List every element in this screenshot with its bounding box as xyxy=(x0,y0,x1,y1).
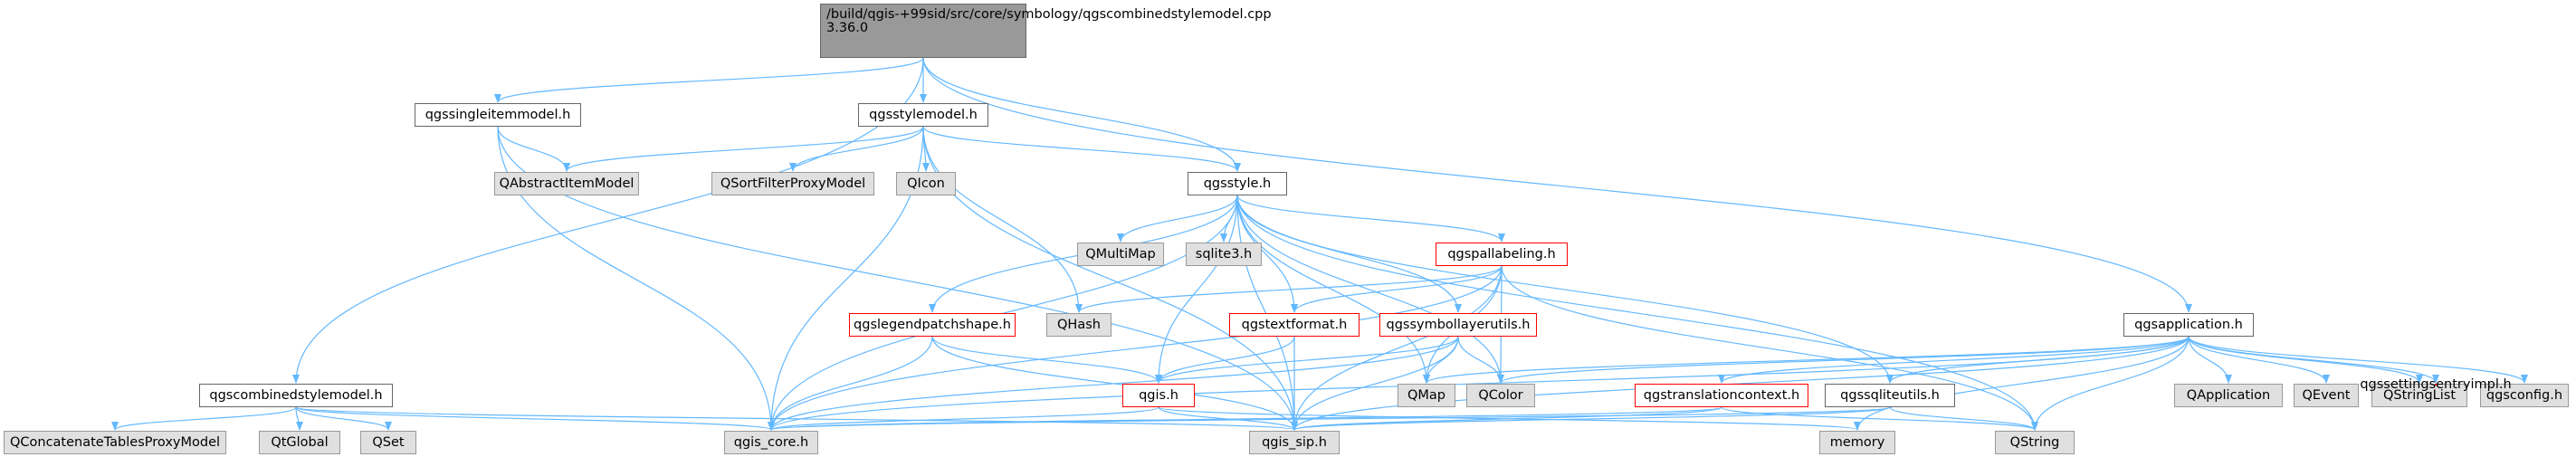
node-qgslegendpatchshape-h[interactable]: qgslegendpatchshape.h xyxy=(849,313,1016,337)
edge-qgsstylemodel-h-to-qhash xyxy=(922,126,1083,313)
node-qsortfilterproxymodel: QSortFilterProxyModel xyxy=(711,172,874,195)
node-qabstractitemmodel: QAbstractItemModel xyxy=(494,172,639,195)
edge-qgspallabeling-h-to-qgstextformat-h xyxy=(1291,265,1503,313)
edge-root-file-node-to-qgssingleitemmodel-h xyxy=(494,57,924,103)
edge-qgsstylemodel-h-to-qsortfilterproxymodel xyxy=(789,126,924,172)
edge-qgscombinedstylemodel-h-to-qconcatenatetablesproxymodel xyxy=(111,406,297,431)
edge-qgis-h-to-qgis-core-h xyxy=(768,406,1159,431)
edge-qgssqliteutils-h-to-qstring xyxy=(1889,406,2038,431)
edge-qgssingleitemmodel-h-to-qabstractitemmodel xyxy=(497,126,570,172)
edge-qgsstyle-h-to-qgssqliteutils-h xyxy=(1236,195,1894,384)
edge-qgssqliteutils-h-to-qgis-sip-h xyxy=(1291,406,1891,431)
dependency-edges xyxy=(111,57,2528,431)
edge-qgsapplication-h-to-qgis-sip-h xyxy=(1291,336,2190,431)
root-path-line-1: /build/qgis-3.36.0 xyxy=(826,7,900,35)
node-qicon: QIcon xyxy=(896,172,956,195)
node-qgsapplication-h[interactable]: qgsapplication.h xyxy=(2123,313,2254,337)
node-qhash: QHash xyxy=(1046,313,1111,337)
edge-qgsapplication-h-to-qevent xyxy=(2188,336,2330,384)
edge-qgsapplication-h-to-qcolor xyxy=(1497,336,2190,384)
node-qgsconfig-h: qgsconfig.h xyxy=(2480,384,2569,407)
node-qapplication: QApplication xyxy=(2174,384,2283,407)
edge-qgsstylemodel-h-to-qgsstyle-h xyxy=(922,126,1241,172)
edge-qgssqliteutils-h-to-qgis-core-h xyxy=(768,406,1891,431)
node-qtglobal: QtGlobal xyxy=(259,431,340,454)
edge-qgscombinedstylemodel-h-to-qgis-core-h xyxy=(295,406,775,431)
node-qgscombinedstylemodel-h[interactable]: qgscombinedstylemodel.h xyxy=(199,384,393,407)
edge-qgsapplication-h-to-qgstranslationcontext-h xyxy=(1718,336,2190,384)
edge-qgsapplication-h-to-qstring xyxy=(2031,336,2190,431)
node-qgssqliteutils-h[interactable]: qgssqliteutils.h xyxy=(1825,384,1955,407)
root-path-line-2: +99sid/src/core/symbology xyxy=(899,7,1079,22)
edge-qgscombinedstylemodel-h-to-qgis-sip-h xyxy=(295,406,1298,431)
node-qgssingleitemmodel-h[interactable]: qgssingleitemmodel.h xyxy=(415,103,581,127)
edge-qgslegendpatchshape-h-to-qgis-core-h xyxy=(768,336,933,431)
edge-qgstranslationcontext-h-to-qstring xyxy=(1721,406,2038,431)
edge-qgscombinedstylemodel-h-to-qtglobal xyxy=(295,406,303,431)
node-qset: QSet xyxy=(360,431,416,454)
edge-root-file-node-to-qgscombinedstylemodel-h xyxy=(292,57,924,384)
node-sqlite3-h: sqlite3.h xyxy=(1186,243,1262,266)
edge-qgspallabeling-h-to-qgis-sip-h xyxy=(1291,265,1503,431)
node-qgstextformat-h[interactable]: qgstextformat.h xyxy=(1229,313,1360,337)
edge-qgsstyle-h-to-qstring xyxy=(1236,195,2038,431)
edge-qgsstyle-h-to-qgspallabeling-h xyxy=(1236,195,1505,243)
node-qgsstyle-h[interactable]: qgsstyle.h xyxy=(1188,172,1287,195)
edge-qgslegendpatchshape-h-to-qgis-h xyxy=(931,336,1162,384)
edge-qgsapplication-h-to-qgssettingsentryimpl-h xyxy=(2188,336,2439,384)
edge-qgsapplication-h-to-qapplication xyxy=(2188,336,2232,384)
edge-qgspallabeling-h-to-qstring xyxy=(1501,265,2038,431)
node-qevent: QEvent xyxy=(2294,384,2359,407)
edge-qgsstyle-h-to-qmultimap xyxy=(1117,195,1238,243)
node-qgis-core-h: qgis_core.h xyxy=(724,431,818,454)
node-qgssymbollayerutils-h[interactable]: qgssymbollayerutils.h xyxy=(1379,313,1537,337)
node-qstringlist: QStringList xyxy=(2371,384,2467,407)
node-qgspallabeling-h[interactable]: qgspallabeling.h xyxy=(1436,243,1568,266)
edge-qgstranslationcontext-h-to-qgis-sip-h xyxy=(1291,406,1722,431)
node-qgis-sip-h: qgis_sip.h xyxy=(1249,431,1340,454)
node-qcolor: QColor xyxy=(1466,384,1535,407)
edge-qgsapplication-h-to-memory xyxy=(1854,336,2190,431)
edge-qgscombinedstylemodel-h-to-qset xyxy=(295,406,392,431)
root-path-line-3: /qgscombinedstylemodel.cpp xyxy=(1078,7,1272,22)
node-qgssettingsentryimpl-h[interactable]: qgssettingsentryimpl.h xyxy=(2360,377,2512,392)
node-qconcatenatetablesproxymodel: QConcatenateTablesProxyModel xyxy=(4,431,226,454)
node-qmultimap: QMultiMap xyxy=(1077,243,1164,266)
node-qgstranslationcontext-h[interactable]: qgstranslationcontext.h xyxy=(1635,384,1808,407)
edge-qgsstyle-h-to-qcolor xyxy=(1236,195,1504,384)
node-qgsstylemodel-h[interactable]: qgsstylemodel.h xyxy=(858,103,988,127)
edge-qgsapplication-h-to-qgis-core-h xyxy=(768,336,2190,431)
edge-qgssymbollayerutils-h-to-qgis-h xyxy=(1155,336,1459,384)
edge-qgssymbollayerutils-h-to-qgis-sip-h xyxy=(1291,336,1459,431)
edge-qgsstyle-h-to-qgis-core-h xyxy=(768,195,1238,431)
edge-qgspallabeling-h-to-qgis-core-h xyxy=(768,265,1503,431)
node-qgis-h[interactable]: qgis.h xyxy=(1122,384,1195,407)
edge-qgsstylemodel-h-to-qabstractitemmodel xyxy=(563,126,924,172)
node-memory: memory xyxy=(1819,431,1895,454)
edge-root-file-node-to-qgsapplication-h xyxy=(922,57,2192,313)
edge-root-file-node-to-qgsstyle-h xyxy=(922,57,1241,172)
edge-qgspallabeling-h-to-qhash xyxy=(1075,265,1503,313)
edge-qgssymbollayerutils-h-to-qgis-core-h xyxy=(768,336,1459,431)
node-qstring: QString xyxy=(1995,431,2075,454)
root-file-node: /build/qgis-3.36.0 +99sid/src/core/symbo… xyxy=(820,4,1272,58)
edge-qgsapplication-h-to-qmap xyxy=(1423,336,2190,384)
node-qmap: QMap xyxy=(1398,384,1455,407)
edge-qgsapplication-h-to-qgsconfig-h xyxy=(2188,336,2528,384)
edge-qgstextformat-h-to-qgis-h xyxy=(1155,336,1295,384)
edge-qgsstyle-h-to-qgis-h xyxy=(1155,195,1238,384)
